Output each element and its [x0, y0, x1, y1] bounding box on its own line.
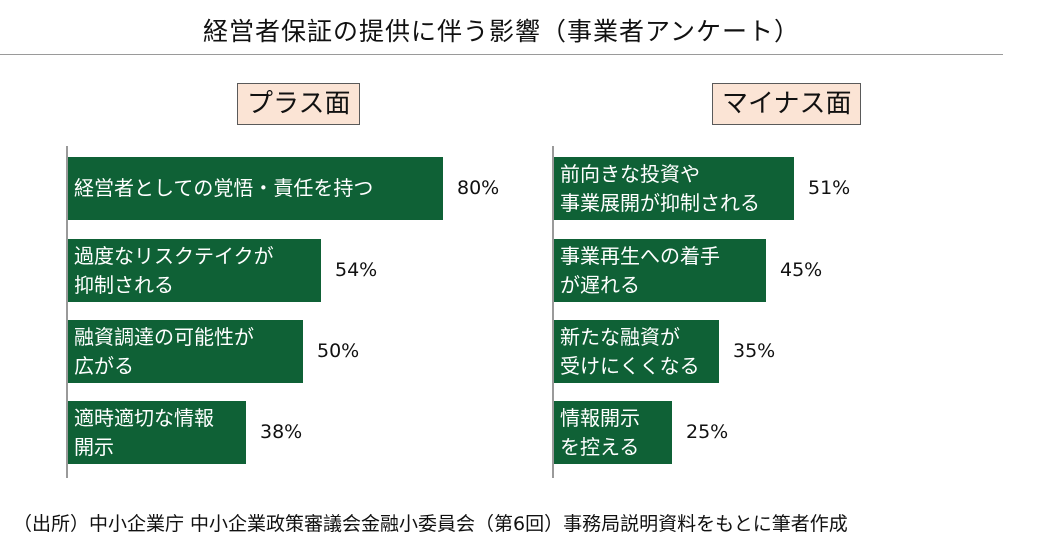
plus-axis [66, 146, 68, 478]
minus-bar-1: 前向きな投資や 事業展開が抑制される [554, 157, 794, 220]
page-title: 経営者保証の提供に伴う影響（事業者アンケート） [202, 17, 800, 46]
minus-value-label-4: 25% [686, 421, 729, 443]
minus-value-label-3: 35% [733, 340, 776, 362]
minus-value-label-1: 51% [808, 177, 851, 199]
minus-axis [552, 146, 554, 478]
minus-bar-3: 新たな融資が 受けにくくなる [554, 320, 719, 383]
plus-bar-4: 適時適切な情報 開示 [68, 401, 246, 464]
plus-value-label-3: 50% [317, 340, 360, 362]
source-note: （出所）中小企業庁 中小企業政策審議会金融小委員会（第6回）事務局説明資料をもと… [13, 513, 848, 535]
plus-panel-title: プラス面 [237, 83, 361, 125]
minus-panel-title: マイナス面 [712, 83, 862, 125]
plus-bar-1: 経営者としての覚悟・責任を持つ [68, 157, 443, 220]
plus-value-label-4: 38% [260, 421, 303, 443]
plus-bar-3: 融資調達の可能性が 広がる [68, 320, 303, 383]
minus-bar-4: 情報開示 を控える [554, 401, 672, 464]
minus-value-label-2: 45% [780, 259, 823, 281]
plus-bar-2: 過度なリスクテイクが 抑制される [68, 239, 321, 302]
plus-value-label-1: 80% [457, 177, 500, 199]
minus-bar-2: 事業再生への着手 が遅れる [554, 239, 766, 302]
plus-value-label-2: 54% [335, 259, 378, 281]
title-divider [0, 54, 1003, 55]
